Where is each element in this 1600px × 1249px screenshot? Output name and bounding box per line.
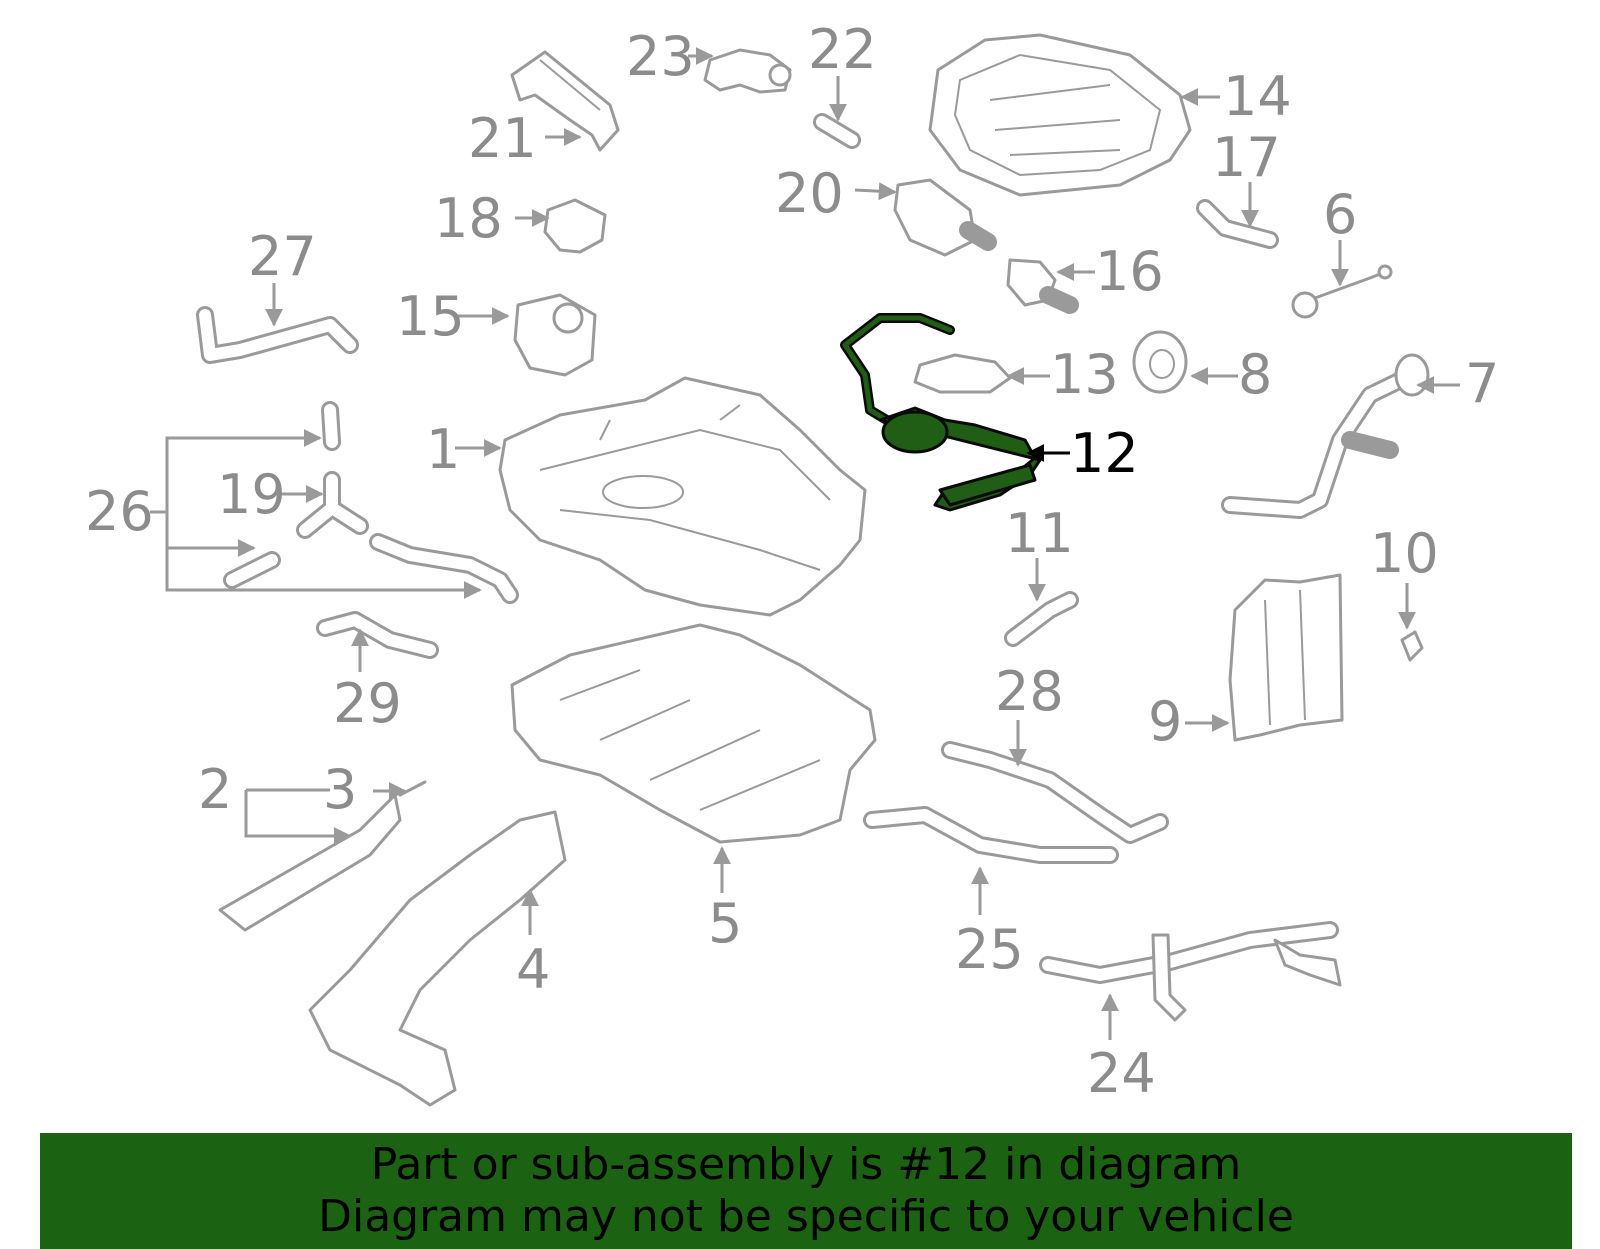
callout-18: 18	[434, 187, 503, 250]
callout-5: 5	[708, 892, 742, 955]
callout-22: 22	[808, 18, 877, 81]
part-6-sensor	[1291, 264, 1393, 319]
part-23-valve	[703, 48, 792, 94]
part-1-fuel-tank	[498, 376, 867, 617]
callout-28: 28	[995, 660, 1064, 723]
part-20-fuel-pump	[893, 178, 997, 257]
callout-6: 6	[1323, 183, 1357, 246]
part-15-pump-unit	[513, 293, 597, 377]
callout-24: 24	[1087, 1042, 1156, 1105]
callout-20: 20	[775, 162, 844, 225]
part-4-duct	[308, 810, 567, 1107]
leader-lines	[150, 47, 1460, 1040]
callout-8: 8	[1238, 343, 1272, 406]
part-5-tank-lower	[510, 623, 877, 844]
part-27-hose	[196, 306, 359, 364]
part-22-plug	[813, 113, 861, 149]
callout-17: 17	[1212, 126, 1281, 189]
callout-numbers: 1 2 3 4 5 6 7 8 9 10 11 12 13 14 15 16 1…	[85, 18, 1499, 1105]
part-26-hoses	[223, 401, 519, 604]
callout-13: 13	[1050, 343, 1119, 406]
part-19-tee-connector	[296, 471, 369, 539]
part-8-gasket	[1132, 330, 1188, 394]
callout-23: 23	[626, 25, 695, 88]
callout-29: 29	[333, 672, 402, 735]
part-12-fuel-pump-assembly	[840, 313, 1042, 512]
part-3-bracket	[398, 780, 427, 797]
part-13-sender	[913, 353, 1012, 394]
callout-7: 7	[1465, 352, 1499, 415]
info-banner: Part or sub-assembly is #12 in diagram D…	[40, 1133, 1572, 1249]
callout-21: 21	[468, 107, 537, 170]
part-21-bracket	[510, 50, 620, 152]
callout-27: 27	[248, 225, 317, 288]
part-17-hose	[1196, 199, 1279, 249]
part-18-sensor	[543, 198, 607, 254]
part-9-shield	[1228, 573, 1344, 742]
part-28-pipe	[941, 741, 1169, 844]
part-25-pipe	[863, 806, 1119, 864]
part-16-valve	[1006, 258, 1079, 314]
banner-line-2: Diagram may not be specific to your vehi…	[318, 1191, 1294, 1242]
part-14-tank-shield	[928, 33, 1192, 197]
part-24-pipe	[1039, 921, 1342, 1022]
parts-diagram: 1 2 3 4 5 6 7 8 9 10 11 12 13 14 15 16 1…	[85, 18, 1499, 1107]
callout-4: 4	[516, 938, 550, 1001]
callout-11: 11	[1005, 502, 1074, 565]
part-11-hose	[1004, 591, 1079, 647]
callout-3: 3	[323, 758, 357, 821]
callout-12: 12	[1070, 422, 1139, 485]
part-7-filler-neck	[1221, 353, 1430, 519]
callout-1: 1	[426, 418, 460, 481]
part-29-hose	[316, 611, 439, 659]
callout-10: 10	[1370, 522, 1439, 585]
banner-line-1: Part or sub-assembly is #12 in diagram	[370, 1139, 1242, 1190]
callout-9: 9	[1148, 690, 1182, 753]
callout-26: 26	[85, 480, 154, 543]
part-2-strap	[218, 793, 402, 932]
part-10-clip	[1400, 630, 1424, 662]
callout-15: 15	[396, 285, 465, 348]
callout-14: 14	[1223, 65, 1292, 128]
callout-2: 2	[198, 758, 232, 821]
callout-25: 25	[955, 918, 1024, 981]
callout-16: 16	[1095, 240, 1164, 303]
callout-19: 19	[217, 463, 286, 526]
